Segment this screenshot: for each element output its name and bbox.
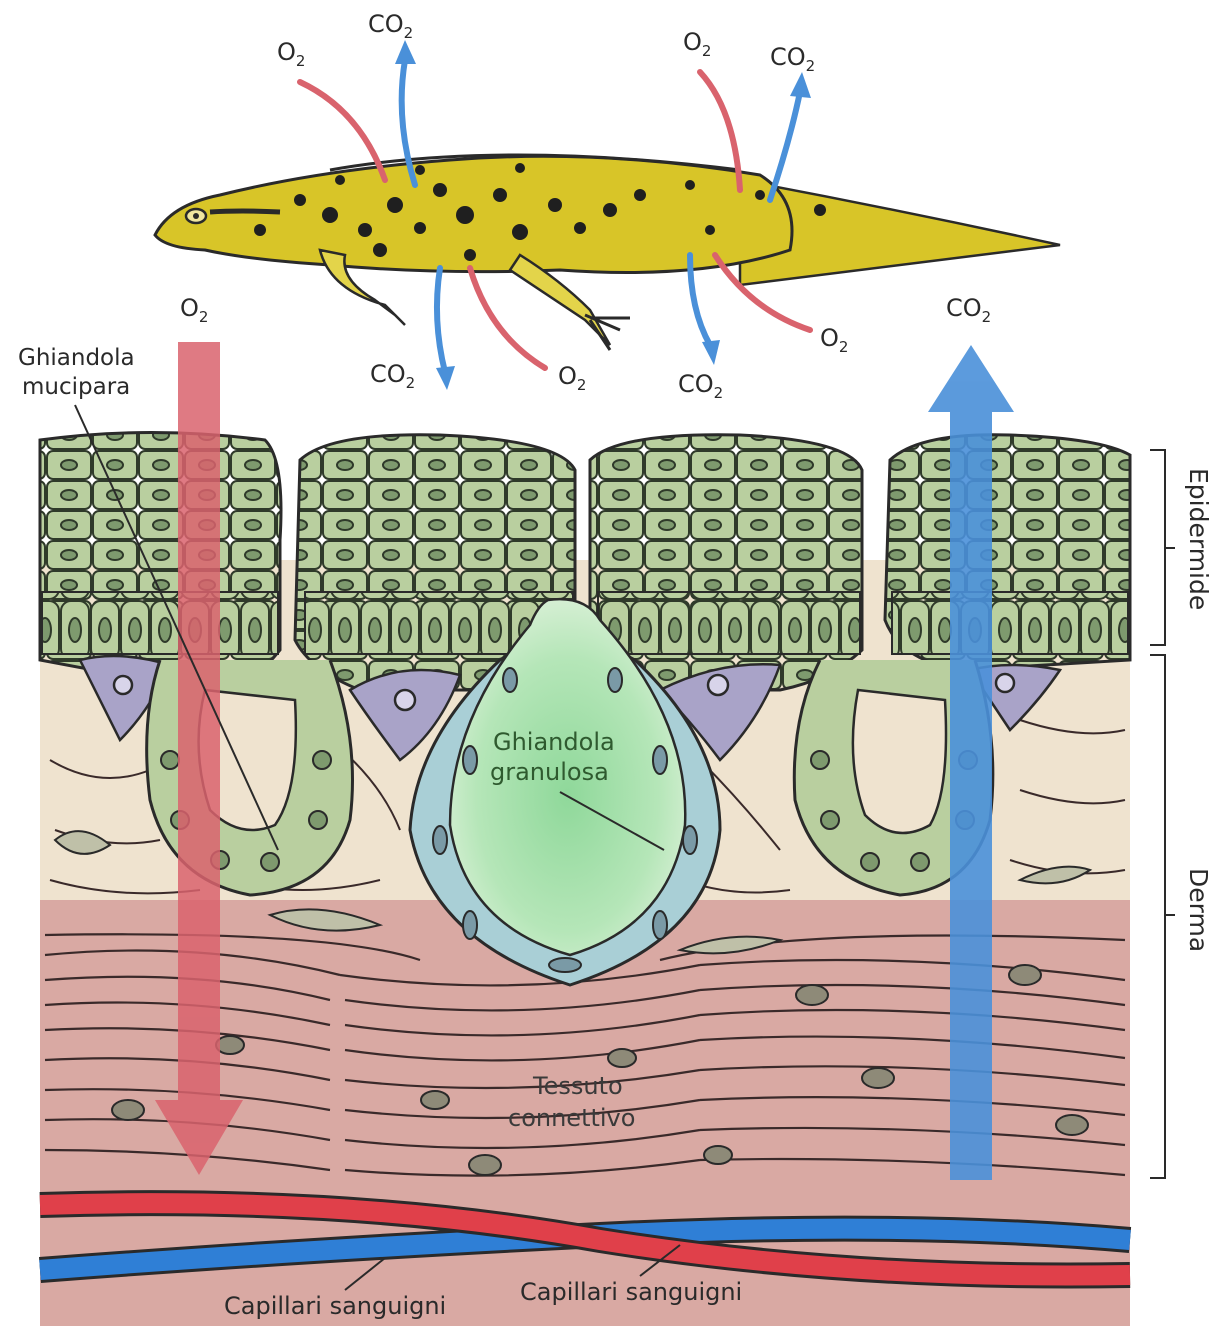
- side-brackets: [1150, 450, 1175, 1178]
- basal-layer-1: [42, 592, 278, 654]
- label-o2-bottom-1: O2: [558, 362, 586, 394]
- basal-layer-3: [598, 592, 860, 654]
- label-epidermis: Epidermide: [1184, 468, 1213, 610]
- label-granular-gland-line2: granulosa: [490, 758, 609, 786]
- label-o2-top-left: O2: [277, 38, 305, 70]
- label-co2-bottom-1: CO2: [370, 360, 415, 392]
- label-connective-line1: Tessuto: [532, 1072, 623, 1100]
- label-capillaries-left: Capillari sanguigni: [224, 1292, 446, 1320]
- dermis-bracket: [1150, 655, 1175, 1178]
- epidermis-bracket: [1150, 450, 1175, 645]
- newt-foot-back: [585, 315, 630, 350]
- basal-layer-4: [892, 592, 1128, 654]
- label-o2-big-left: O2: [180, 294, 208, 326]
- label-o2-bottom-2: O2: [820, 324, 848, 356]
- label-dermis: Derma: [1184, 868, 1213, 952]
- label-capillaries-right: Capillari sanguigni: [520, 1278, 742, 1306]
- label-mucous-gland-line1: Ghiandola: [18, 345, 135, 371]
- mucous-gland-right-lumen: [853, 690, 946, 833]
- co2-arrow-2: [770, 92, 800, 200]
- label-o2-top-right: O2: [683, 28, 711, 60]
- label-co2-bottom-2: CO2: [678, 370, 723, 402]
- label-mucous-gland-line2: mucipara: [22, 374, 130, 400]
- label-co2-top-right: CO2: [770, 43, 815, 75]
- o2-arrow-1: [300, 82, 385, 180]
- label-co2-big-right: CO2: [946, 294, 991, 326]
- label-granular-gland-line1: Ghiandola: [493, 728, 615, 756]
- label-co2-top-left: CO2: [368, 10, 413, 42]
- newt-illustration: [155, 155, 1060, 350]
- label-connective-line2: connettivo: [508, 1104, 635, 1132]
- co2-arrow-3: [437, 268, 445, 372]
